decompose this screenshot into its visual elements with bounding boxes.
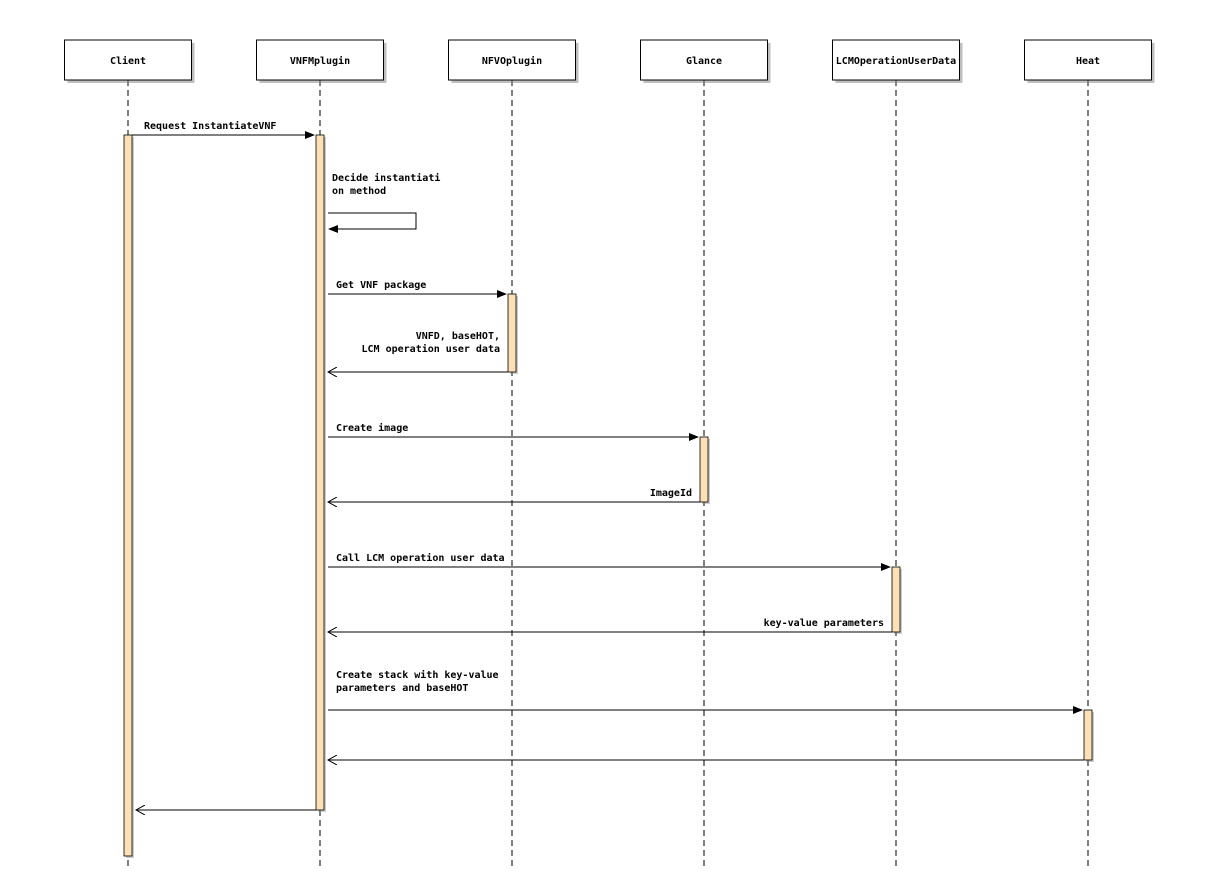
message-label: Request InstantiateVNF	[144, 120, 276, 132]
messages-layer: Request InstantiateVNF Decide instantiati…	[132, 120, 1084, 810]
message-label: VNFD, baseHOT,	[416, 331, 500, 342]
activation-client	[123, 134, 134, 858]
message-call-lcm: Call LCM operation user data	[328, 552, 891, 571]
actor-box	[640, 39, 768, 81]
activation-bar	[891, 566, 901, 633]
actor-box	[256, 39, 384, 81]
actor-heat: Heat	[1024, 39, 1155, 83]
activation-nfvo	[507, 293, 518, 374]
message-create-image: Create image	[328, 422, 699, 441]
actor-box	[448, 39, 576, 81]
activation-lcm	[891, 566, 902, 634]
actor-label: NFVOplugin	[482, 55, 542, 67]
message-label: key-value parameters	[764, 618, 884, 629]
activation-bar	[699, 436, 709, 503]
activation-glance	[699, 436, 710, 504]
message-request-instantiate: Request InstantiateVNF	[132, 120, 315, 139]
message-lcm-reply: key-value parameters	[328, 618, 892, 632]
activation-vnfm	[315, 134, 326, 812]
message-label: ImageId	[650, 488, 692, 499]
message-label: Create image	[336, 422, 408, 434]
message-arrow	[328, 212, 417, 233]
actor-label: LCMOperationUserData	[836, 55, 956, 67]
activation-heat	[1083, 709, 1094, 762]
actor-box	[832, 39, 960, 81]
actor-box	[64, 39, 192, 81]
activation-bar	[123, 134, 133, 857]
message-create-stack: Create stack with key-value parameters an…	[328, 669, 1083, 714]
lifelines-layer	[127, 80, 1089, 868]
actor-label: VNFMplugin	[290, 55, 350, 67]
message-decide-method: Decide instantiati on method	[328, 172, 440, 233]
activation-bar	[315, 134, 325, 811]
actor-box	[1024, 39, 1152, 81]
message-label: on method	[332, 186, 386, 197]
actor-label: Heat	[1076, 56, 1100, 67]
message-label: parameters and baseHOT	[336, 683, 468, 694]
message-package-reply: VNFD, baseHOT,LCM operation user data	[328, 331, 508, 372]
message-image-reply: ImageId	[328, 488, 700, 502]
activations-layer	[123, 134, 1094, 858]
message-label: Get VNF package	[336, 280, 426, 291]
activation-bar	[507, 293, 517, 373]
activation-bar	[1083, 709, 1093, 761]
actor-label: Glance	[686, 56, 722, 67]
actor-glance: Glance	[640, 39, 771, 83]
actor-label: Client	[110, 55, 146, 67]
message-label: LCM operation user data	[362, 343, 500, 355]
message-label: Create stack with key-value	[336, 669, 499, 681]
message-label: Decide instantiati	[332, 172, 440, 184]
actor-client: Client	[64, 39, 195, 83]
actor-nfvo: NFVOplugin	[448, 39, 579, 83]
message-label: Call LCM operation user data	[336, 552, 505, 564]
actor-vnfm: VNFMplugin	[256, 39, 387, 83]
actors-layer: Client VNFMplugin NFVOplugin Glance LCMOpera…	[64, 39, 1155, 83]
actor-lcm: LCMOperationUserData	[832, 39, 963, 83]
message-get-package: Get VNF package	[328, 280, 507, 298]
